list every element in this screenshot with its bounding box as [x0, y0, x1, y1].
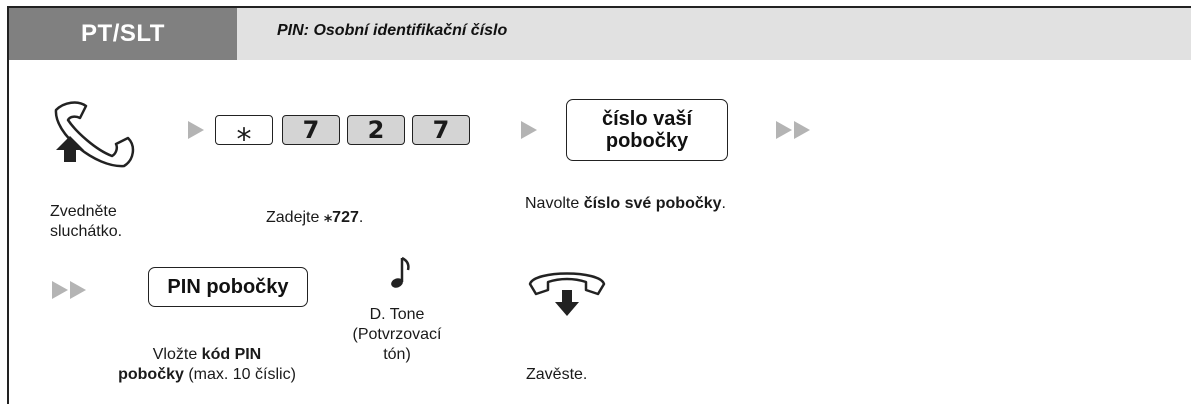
double-arrow-icon: [52, 281, 86, 299]
mode-label: PT/SLT: [9, 8, 237, 60]
caption-dial-code: ⁎727: [323, 209, 359, 226]
key-asterisk: ⁎: [215, 113, 273, 148]
caption-pin-suffix: (max. 10 číslic): [183, 366, 296, 383]
caption-tone: D. Tone (Potvrzovací tón): [348, 305, 446, 365]
caption-pin-bold1: kód PIN: [201, 346, 262, 363]
caption-dial: Zadejte ⁎727.: [266, 208, 363, 228]
extension-box-line2: pobočky: [605, 130, 689, 152]
caption-onhook: Zavěste.: [526, 366, 588, 383]
handset-hangup-icon: [528, 272, 606, 316]
diagram-frame: [7, 6, 1191, 404]
triangle-right-icon: [521, 121, 537, 139]
caption-dial-suffix: .: [358, 209, 364, 226]
caption-offhook-line2: sluchátko.: [50, 223, 123, 240]
extension-box-line1: číslo vaší: [601, 108, 693, 130]
caption-ext-bold: číslo své pobočky: [583, 195, 722, 212]
key-2: 2: [347, 115, 405, 145]
tone-line1: D. Tone: [369, 306, 425, 323]
music-note-icon: [391, 256, 410, 288]
tone-line2: (Potvrzovací: [352, 326, 442, 343]
header-subtitle: PIN: Osobní identifikační číslo: [277, 22, 508, 39]
handset-lift-icon: [54, 101, 135, 168]
caption-extension: Navolte číslo své pobočky.: [525, 194, 726, 214]
extension-number-box: číslo vaší pobočky: [566, 99, 728, 161]
caption-pin-prefix: Vložte: [152, 346, 202, 363]
tone-line3: tón): [383, 346, 411, 363]
caption-offhook: Zvedněte sluchátko.: [50, 202, 122, 242]
caption-dial-prefix: Zadejte: [266, 209, 324, 226]
key-7b: 7: [412, 115, 470, 145]
caption-pin-bold2: pobočky: [118, 366, 184, 383]
double-arrow-icon: [776, 121, 810, 139]
caption-offhook-line1: Zvedněte: [50, 203, 117, 220]
caption-pin: Vložte kód PIN pobočky (max. 10 číslic): [98, 345, 316, 385]
header-bar: [237, 8, 1191, 60]
triangle-right-icon: [188, 121, 204, 139]
caption-ext-prefix: Navolte: [525, 195, 584, 212]
pin-box: PIN pobočky: [148, 267, 308, 307]
caption-ext-suffix: .: [721, 195, 726, 212]
key-7: 7: [282, 115, 340, 145]
